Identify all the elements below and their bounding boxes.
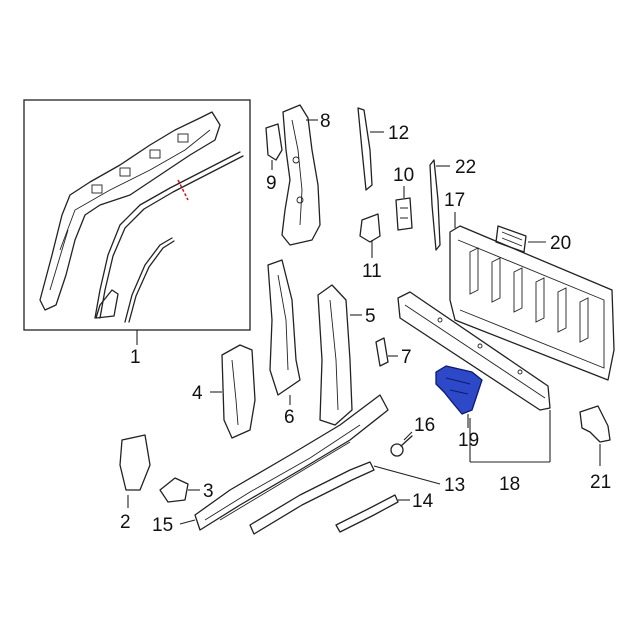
part-2-bracket (119, 434, 151, 491)
callout-12: 12 (388, 123, 409, 144)
callout-16: 16 (414, 415, 435, 436)
part-11-bracket (359, 213, 381, 243)
callout-11: 11 (362, 261, 382, 282)
part-13-sill (249, 461, 375, 535)
part-14-sill-plate (335, 494, 399, 533)
leader-lines (127, 119, 601, 525)
part-9-bracket (265, 123, 283, 161)
part-4-panel (221, 344, 256, 439)
part-6-pillar (267, 259, 301, 396)
part-21-bracket (579, 405, 611, 443)
callout-8: 8 (320, 111, 331, 132)
part-8-b-pillar (281, 104, 321, 246)
callout-1: 1 (130, 347, 141, 368)
callout-22: 22 (455, 157, 476, 178)
callout-3: 3 (203, 481, 214, 502)
part-10-bracket (395, 197, 413, 231)
callout-labels: 1 2 3 4 5 6 7 8 9 10 11 12 13 14 15 16 1… (120, 111, 611, 536)
callout-20: 20 (550, 233, 571, 254)
callout-18: 18 (499, 474, 520, 495)
callout-21: 21 (590, 472, 611, 493)
part-16-bolt (390, 435, 413, 457)
callout-17: 17 (444, 190, 465, 211)
callout-2: 2 (120, 512, 131, 533)
part-22-seal (429, 159, 441, 251)
part-18-crossmember (397, 291, 551, 411)
part-12-strip (357, 107, 373, 191)
part-17-back-panel (449, 225, 615, 381)
inset-box-assembly-1 (23, 99, 251, 331)
part-5-pillar (317, 284, 353, 426)
part-20-vent (495, 225, 527, 253)
part-7-bracket (375, 337, 389, 367)
callout-9: 9 (266, 173, 277, 194)
callout-4: 4 (192, 383, 203, 404)
callout-7: 7 (401, 347, 412, 368)
callout-10: 10 (393, 165, 414, 186)
part-3-cap (159, 477, 189, 503)
callout-5: 5 (365, 306, 376, 327)
callout-6: 6 (284, 407, 295, 428)
callout-14: 14 (412, 491, 434, 512)
callout-15: 15 (152, 515, 173, 536)
part-15-rocker (194, 394, 389, 531)
callout-19: 19 (458, 430, 479, 451)
callout-13: 13 (444, 475, 465, 496)
part-19-highlighted-bracket[interactable] (435, 365, 483, 415)
